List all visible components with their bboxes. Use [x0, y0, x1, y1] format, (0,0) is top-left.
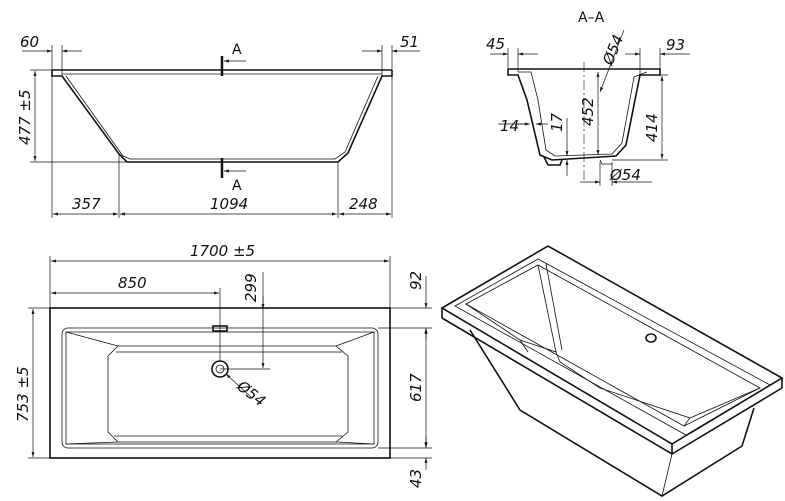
dim-plan-drain-dia: Ø54 — [233, 376, 269, 410]
dim-height: 477 ±5 — [16, 89, 34, 145]
dim-right-top: 92 — [407, 271, 425, 290]
dim-length: 1700 ±5 — [190, 242, 255, 260]
dim-rim-left: 45 — [486, 35, 505, 53]
dim-drain-dia-top: Ø54 — [599, 32, 628, 68]
section-marker-bottom: A — [232, 178, 242, 194]
isometric-view — [440, 245, 784, 497]
dim-bottom-thickness: 17 — [548, 112, 566, 132]
dim-depth-inner: 452 — [579, 97, 597, 126]
dim-bottom-mid: 1094 — [210, 195, 248, 213]
dim-left-overhang: 60 — [20, 33, 39, 51]
dim-right-mid: 617 — [407, 373, 425, 402]
cross-section-view: A–A 45 93 Ø54 414 452 17 14 — [486, 10, 690, 186]
section-marker-top: A — [232, 42, 242, 58]
dim-wall: 14 — [500, 117, 519, 135]
dim-drain-y: 299 — [242, 273, 260, 302]
dim-bottom-right: 248 — [349, 195, 378, 213]
plan-view: Ø54 1700 ±5 850 299 753 ±5 92 617 43 — [14, 242, 432, 488]
dim-width: 753 ±5 — [14, 366, 32, 422]
dim-right-bottom: 43 — [407, 469, 425, 488]
dim-depth-outer: 414 — [643, 113, 661, 142]
dim-bottom-left: 357 — [72, 195, 101, 213]
dim-drain-dia-bottom: Ø54 — [609, 166, 641, 184]
side-view: 60 51 477 ±5 357 1094 248 A A — [16, 33, 420, 218]
dim-right-overhang: 51 — [400, 33, 419, 51]
section-title: A–A — [578, 10, 605, 26]
dim-rim-right: 93 — [666, 36, 685, 54]
dim-drain-x: 850 — [118, 274, 147, 292]
